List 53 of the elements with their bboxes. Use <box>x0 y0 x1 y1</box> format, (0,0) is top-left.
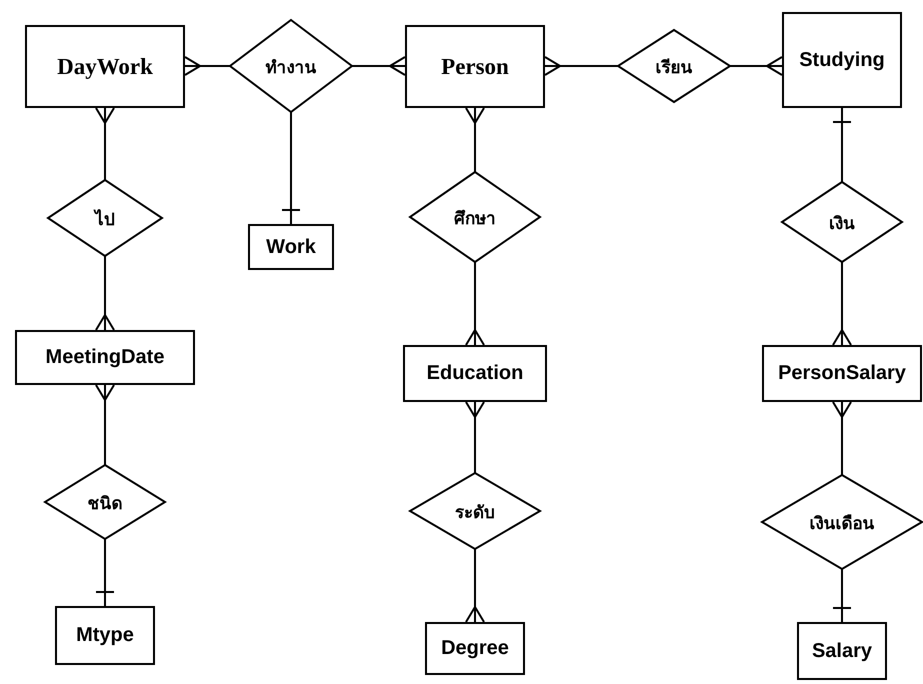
entity-name: Work <box>266 236 316 258</box>
relationship-line <box>95 107 115 180</box>
entity-box <box>248 224 334 270</box>
relationship-diamond <box>230 20 352 112</box>
relationship-diamond <box>48 180 162 256</box>
entity-name: Education <box>426 362 524 385</box>
relationship-line <box>730 56 783 76</box>
entity-box <box>782 12 902 108</box>
relationship-line <box>95 384 115 465</box>
relationship-diamond <box>782 182 902 262</box>
entity-box <box>762 345 922 402</box>
relationship-line <box>832 401 852 475</box>
relationship-line <box>832 108 852 182</box>
relationship-name: ศึกษา <box>454 208 496 230</box>
entity-box <box>403 345 547 402</box>
entity-box <box>405 25 545 108</box>
relationship-diamond <box>762 475 922 569</box>
relationship-line <box>832 569 852 622</box>
relationship-diamond <box>410 172 540 262</box>
relationship-line <box>352 56 406 76</box>
relationship-line <box>465 549 485 623</box>
entity-box <box>797 622 887 680</box>
relationship-line <box>544 56 618 76</box>
entity-name: Salary <box>812 640 872 662</box>
relationship-line <box>465 107 485 172</box>
relationship-diamond <box>410 473 540 549</box>
relationship-line <box>465 262 485 346</box>
entity-box <box>25 25 185 108</box>
relationship-line <box>184 56 230 76</box>
relationship-name: เรียน <box>656 56 692 78</box>
relationship-diamond <box>618 30 730 102</box>
relationship-name: ไป <box>95 208 115 230</box>
entity-box <box>15 330 195 385</box>
entity-box <box>425 622 525 675</box>
entity-name: Studying <box>799 48 885 72</box>
entity-name: MeetingDate <box>46 346 164 369</box>
entity-name: Person <box>441 54 509 80</box>
relationship-name: ชนิด <box>88 492 122 514</box>
relationship-line <box>95 539 115 606</box>
relationship-line <box>281 112 301 224</box>
relationship-diamond <box>45 465 165 539</box>
entity-box <box>55 606 155 665</box>
relationship-name: ทำงาน <box>266 56 316 78</box>
entity-name: PersonSalary <box>778 362 906 385</box>
entity-name: Degree <box>441 637 509 660</box>
relationship-name: ระดับ <box>455 502 495 524</box>
entity-name: Mtype <box>76 624 134 647</box>
relationship-line <box>95 256 115 331</box>
relationship-line <box>465 401 485 473</box>
relationship-name: เงิน <box>829 212 855 234</box>
relationship-line <box>832 262 852 346</box>
entity-name: DayWork <box>57 54 153 80</box>
relationship-name: เงินเดือน <box>810 512 874 534</box>
